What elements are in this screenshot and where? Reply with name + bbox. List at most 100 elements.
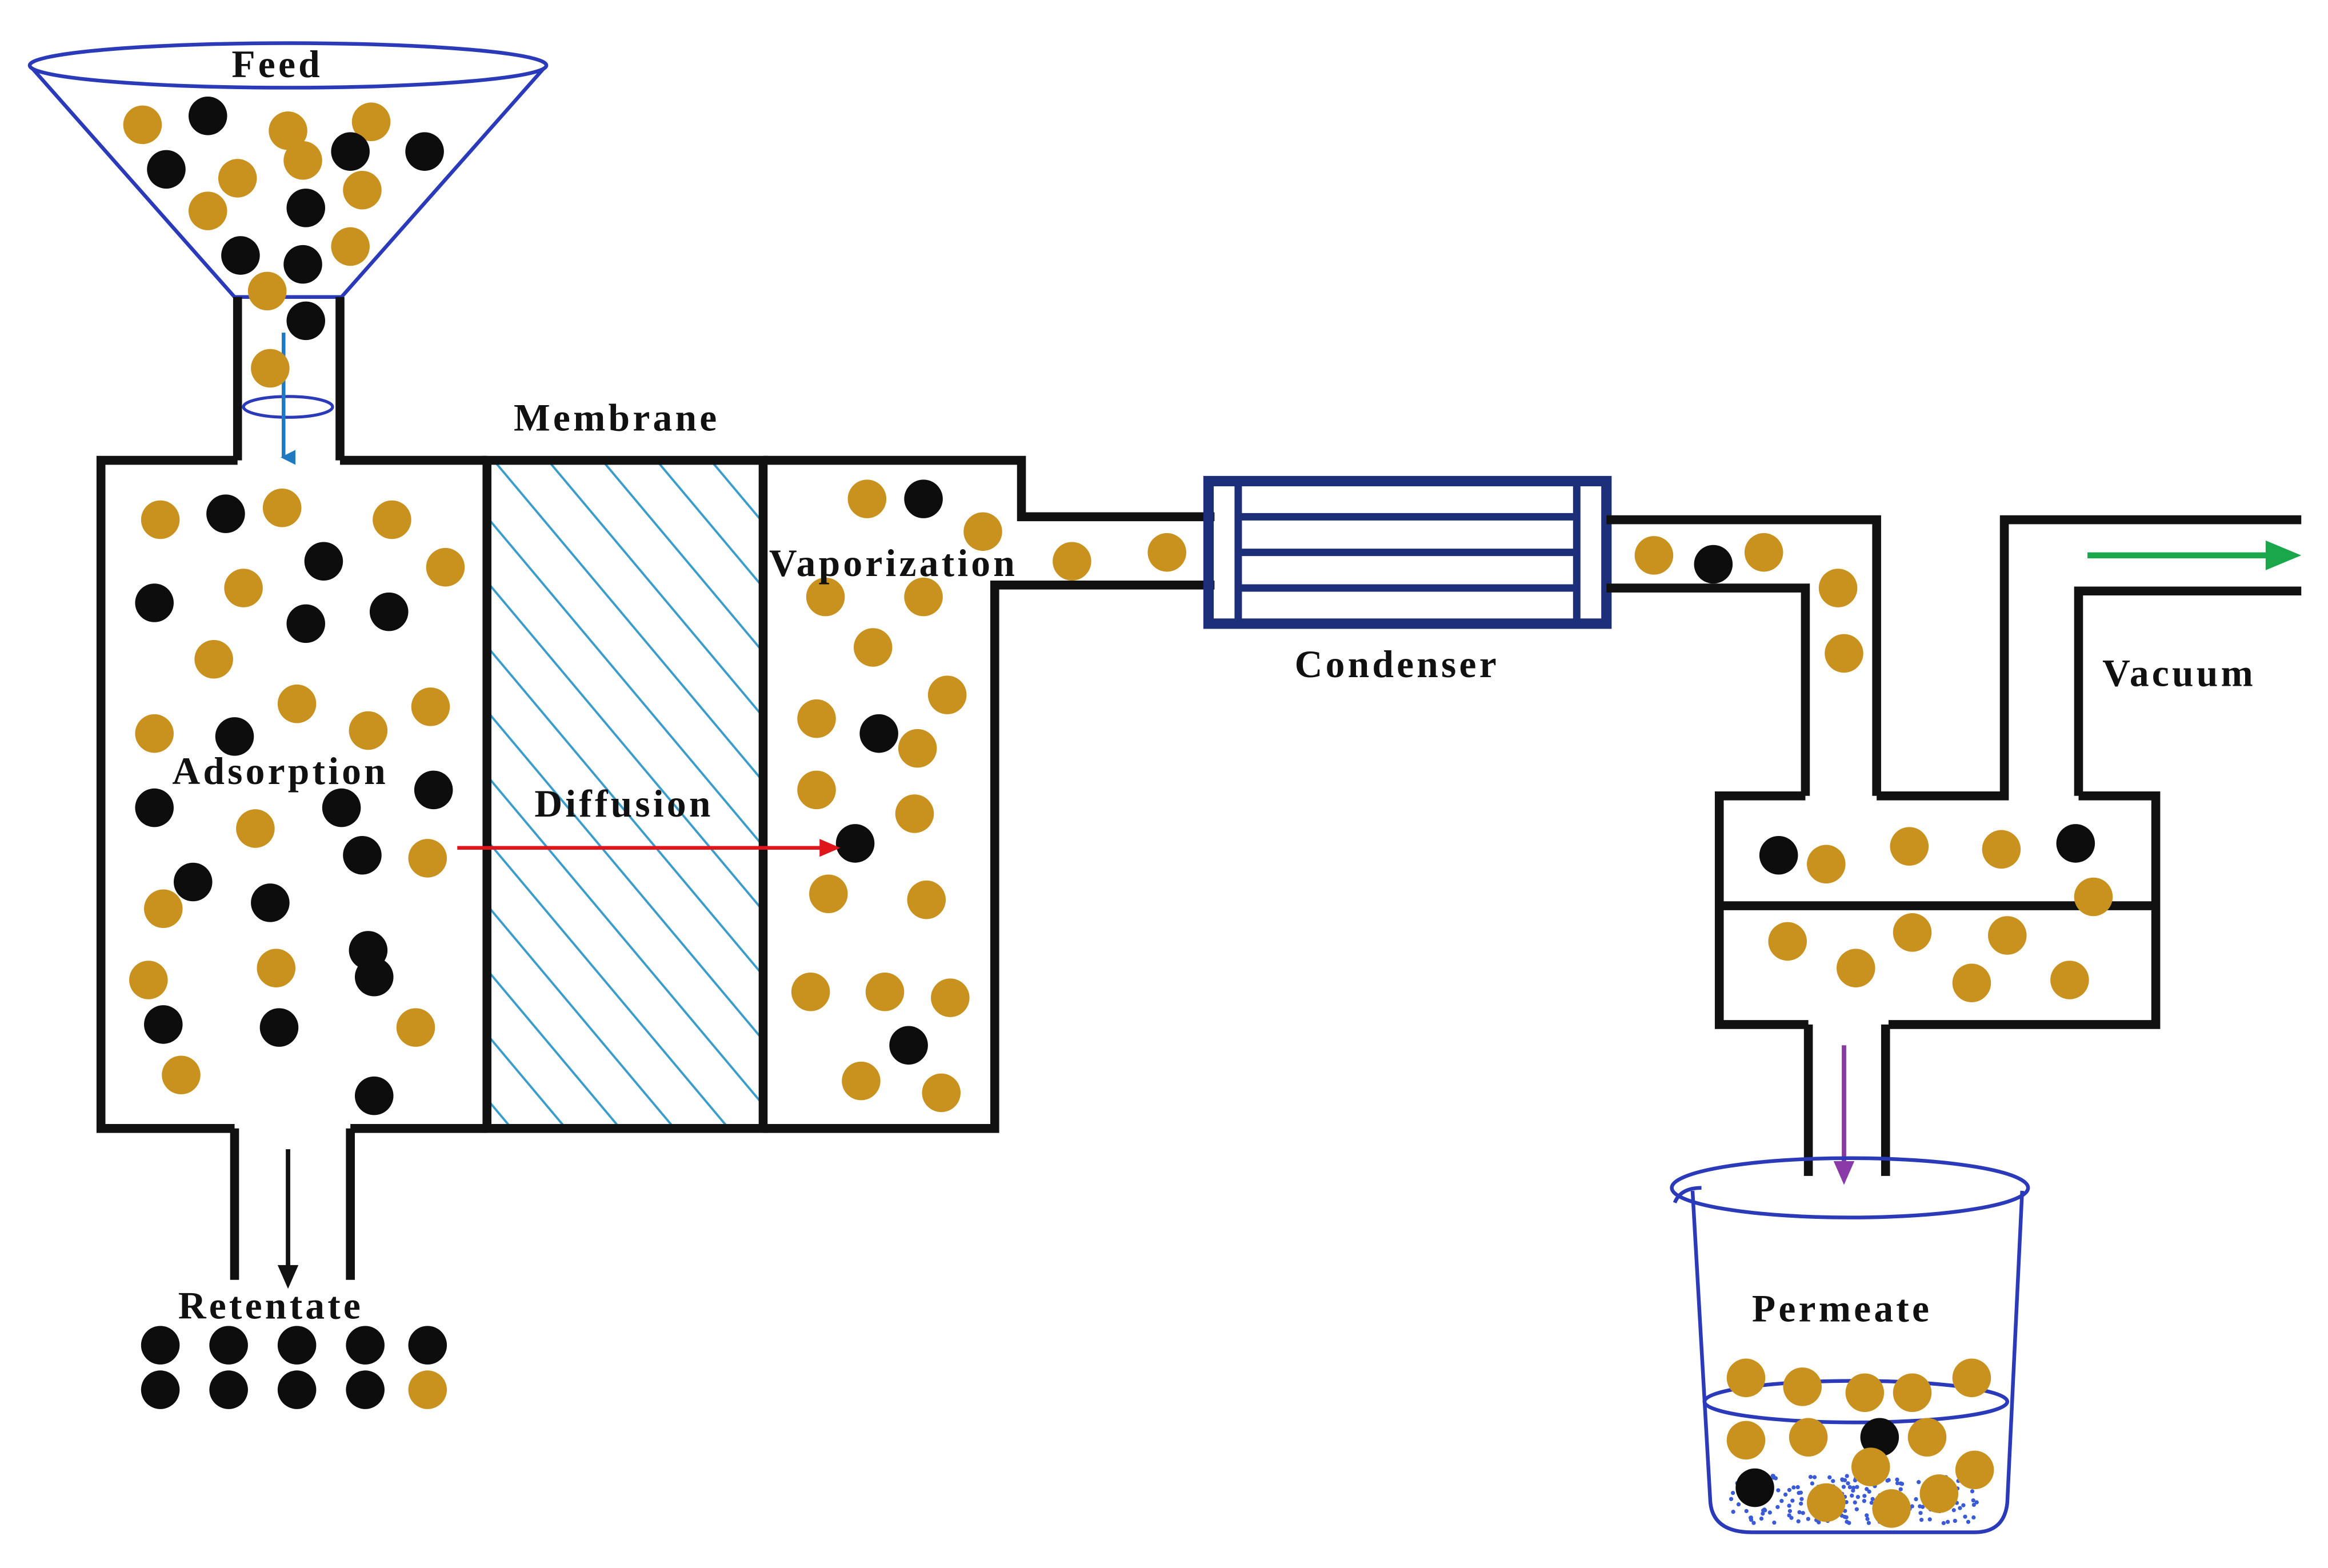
sediment-dot: [1808, 1474, 1813, 1479]
diffusion-label: Diffusion: [534, 782, 713, 825]
sediment-dot: [1850, 1493, 1854, 1498]
sediment-dot: [1730, 1491, 1735, 1495]
solute-particle: [1860, 1418, 1899, 1457]
sediment-dot: [1970, 1489, 1975, 1494]
sediment-dot: [1870, 1497, 1875, 1501]
solvent-particle: [895, 794, 934, 833]
sediment-dot: [1855, 1495, 1861, 1499]
solvent-particle: [1907, 1418, 1947, 1457]
solute-particle: [322, 788, 361, 827]
sediment-dot: [1771, 1474, 1775, 1478]
solute-particle: [1694, 545, 1733, 584]
solvent-particle: [343, 170, 382, 210]
sediment-dot: [1865, 1517, 1870, 1521]
solvent-particle: [1872, 1489, 1911, 1528]
solvent-particle: [927, 675, 967, 714]
diffusion-arrowhead: [819, 839, 841, 857]
retentate-label: Retentate: [178, 1284, 363, 1327]
solute-particle: [286, 604, 326, 643]
sediment-dot: [1731, 1510, 1735, 1514]
solvent-particle: [1982, 830, 2021, 869]
sediment-dot: [1787, 1509, 1793, 1513]
sediment-dot: [1951, 1508, 1956, 1513]
sediment-dot: [1917, 1480, 1921, 1485]
condenser: [1203, 475, 1612, 629]
feed-chamber: [96, 455, 487, 1133]
solvent-particle: [162, 1055, 201, 1095]
solute-particle: [1759, 835, 1798, 875]
solute-particle: [904, 479, 943, 518]
solute-particle: [221, 236, 260, 275]
solvent-particle: [922, 1073, 961, 1113]
solvent-particle: [963, 512, 1002, 551]
solvent-particle: [135, 714, 174, 753]
solvent-particle: [1952, 963, 1991, 1002]
sediment-dot: [1853, 1500, 1857, 1505]
solvent-particle: [847, 479, 887, 518]
sediment-dot: [1845, 1474, 1849, 1478]
solute-particle: [354, 957, 394, 997]
solvent-particle: [218, 159, 257, 198]
sediment-dot: [1801, 1511, 1805, 1515]
solvent-particle: [188, 191, 227, 230]
solvent-particle: [396, 1008, 435, 1047]
solute-particle: [144, 1005, 183, 1044]
sediment-dot: [1898, 1487, 1903, 1491]
solvent-particle: [1851, 1447, 1890, 1486]
sediment-dot: [1831, 1479, 1835, 1483]
permeate-outlet: [1803, 1024, 1890, 1176]
solvent-particle: [1893, 913, 1932, 952]
solvent-particle: [408, 1370, 447, 1409]
solute-particle: [304, 542, 343, 581]
sediment-dot: [1810, 1481, 1815, 1486]
sediment-dot: [1855, 1485, 1859, 1489]
solvent-particle: [331, 227, 370, 266]
solvent-particle: [797, 699, 836, 738]
solvent-particle: [224, 569, 263, 607]
permeate-side-chamber: [763, 455, 1215, 1133]
solvent-particle: [269, 111, 307, 150]
solute-particle: [209, 1370, 248, 1409]
sediment-dot: [1817, 1520, 1821, 1525]
sediment-dot: [1787, 1503, 1791, 1508]
solute-particle: [405, 132, 444, 171]
solvent-particle: [283, 141, 322, 180]
solvent-particle: [1768, 922, 1807, 961]
adsorption-label: Adsorption: [172, 750, 389, 793]
feed-funnel: [27, 41, 549, 299]
solute-particle: [346, 1326, 385, 1365]
permeate-beaker: [1670, 1156, 2030, 1534]
solvent-particle: [141, 500, 180, 539]
solvent-particle: [1818, 569, 1858, 607]
feed-label: Feed: [231, 43, 323, 86]
sediment-dot: [1791, 1485, 1796, 1490]
solvent-particle: [194, 639, 233, 679]
solvent-particle: [865, 972, 905, 1011]
solvent-particle: [1825, 634, 1863, 673]
solute-particle: [135, 583, 174, 622]
solute-particle: [215, 717, 254, 756]
sediment-dot: [1862, 1499, 1866, 1503]
solvent-particle: [1726, 1358, 1766, 1398]
solute-particle: [283, 245, 322, 284]
solvent-particle: [809, 874, 848, 914]
sediment-dot: [1744, 1509, 1749, 1513]
sediment-dot: [1866, 1521, 1871, 1525]
solvent-particle: [236, 809, 275, 848]
sediment-dot: [1953, 1518, 1957, 1523]
solvent-particle: [1807, 1483, 1846, 1522]
sediment-dot: [1974, 1500, 1979, 1505]
sediment-dot: [1910, 1504, 1914, 1509]
sediment-dot: [1851, 1488, 1855, 1493]
permeate-label: Permeate: [1752, 1287, 1932, 1330]
sediment-dot: [1796, 1519, 1801, 1523]
solvent-particle: [1988, 916, 2027, 955]
solute-particle: [343, 835, 382, 875]
solvent-particle: [123, 105, 162, 145]
sediment-dot: [1842, 1514, 1847, 1519]
solvent-particle: [1845, 1373, 1885, 1413]
membrane: [482, 455, 768, 1133]
solvent-particle: [251, 349, 290, 388]
solvent-particle: [257, 949, 296, 987]
vacuum-label: Vacuum: [2102, 652, 2256, 695]
